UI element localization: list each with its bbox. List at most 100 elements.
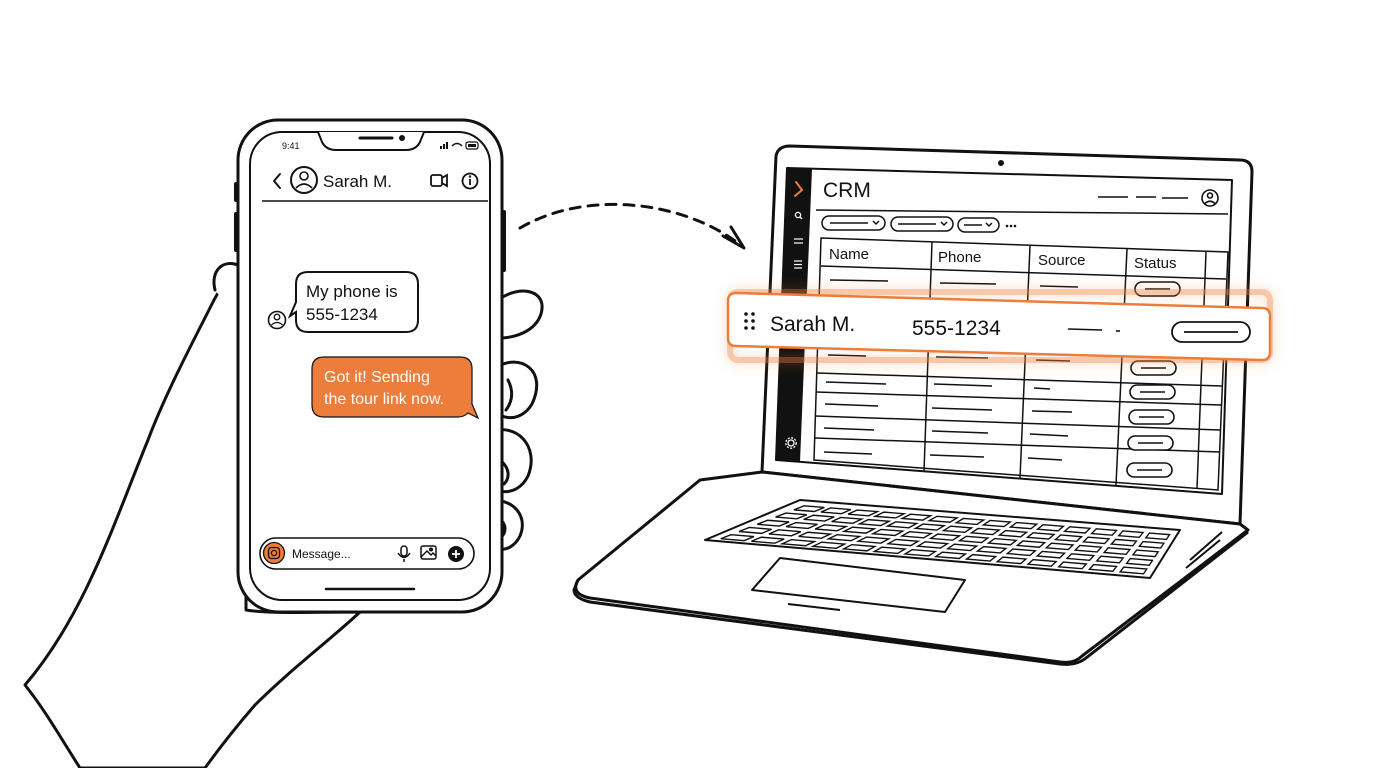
keyboard-key — [1062, 526, 1092, 534]
crm-logo-icon[interactable] — [794, 181, 804, 197]
keyboard-key — [913, 523, 947, 531]
outgoing-message-line-2: the tour link now. — [324, 391, 444, 408]
keyboard-key — [768, 529, 802, 537]
keyboard-key — [810, 541, 848, 550]
keyboard-key — [926, 515, 960, 523]
instagram-icon[interactable] — [262, 541, 286, 565]
keyboard-key — [1053, 534, 1084, 543]
back-button[interactable] — [273, 173, 281, 189]
status-icons — [440, 141, 479, 150]
keyboard-key — [1088, 563, 1118, 572]
account-avatar-icon[interactable] — [1201, 189, 1219, 207]
message-input-placeholder[interactable]: Message... — [292, 547, 351, 561]
keyboard-key — [785, 521, 818, 530]
keyboard-key — [803, 514, 835, 522]
keyboard-key — [872, 511, 907, 519]
keyboard-key — [757, 519, 790, 527]
filter-icon[interactable] — [794, 238, 803, 244]
incoming-message-line-2: 555-1234 — [306, 305, 378, 324]
highlighted-crm-row[interactable] — [726, 289, 1273, 363]
contact-avatar-small — [267, 310, 287, 330]
column-header-source[interactable]: Source — [1038, 252, 1086, 269]
keyboard-key — [872, 546, 908, 555]
keyboard-key — [1015, 540, 1047, 548]
more-filters-icon[interactable] — [1005, 224, 1017, 228]
keyboard-key — [1095, 555, 1125, 564]
keyboard-key — [831, 516, 865, 525]
keyboard-key — [1057, 561, 1088, 570]
keyboard-key — [1008, 521, 1039, 530]
keyboard-key — [1144, 532, 1171, 541]
keyboard-key — [1131, 549, 1160, 558]
keyboard-key — [915, 541, 950, 549]
message-composer[interactable] — [259, 537, 475, 570]
highlight-row-source-placeholder — [1067, 328, 1120, 332]
column-header-name[interactable]: Name — [829, 246, 869, 263]
microphone-icon[interactable] — [397, 545, 411, 562]
keyboard-key — [1109, 538, 1138, 547]
column-header-status[interactable]: Status — [1134, 255, 1177, 272]
keyboard-key — [1118, 566, 1148, 575]
keyboard-key — [1125, 557, 1154, 566]
keyboard-key — [841, 543, 878, 552]
keyboard-key — [975, 545, 1008, 554]
keyboard-key — [885, 538, 921, 547]
settings-icon[interactable] — [785, 437, 797, 449]
user-avatar-icon[interactable] — [290, 166, 318, 194]
keyboard-key — [1044, 542, 1075, 551]
keyboard-key — [856, 518, 892, 527]
keyboard-key — [870, 528, 906, 537]
keyboard-key — [981, 519, 1013, 528]
keyboard-key — [969, 527, 1002, 536]
keyboard-key — [855, 536, 892, 544]
keyboard-key — [997, 529, 1029, 538]
keyboard-key — [899, 531, 934, 539]
search-icon[interactable] — [794, 211, 803, 220]
keyboard-key — [841, 526, 877, 534]
contact-name[interactable]: Sarah M. — [323, 172, 392, 191]
keyboard-key — [775, 512, 807, 520]
keyboard-key — [793, 505, 825, 513]
incoming-message-line-1: My phone is — [306, 282, 398, 301]
keyboard-key — [1138, 540, 1166, 549]
keyboard-key — [941, 525, 974, 534]
keyboard-key — [1005, 548, 1037, 557]
filter-dropdown[interactable] — [957, 217, 1000, 233]
keyboard-key — [814, 524, 849, 532]
keyboard-key — [902, 548, 938, 557]
info-icon[interactable] — [461, 172, 479, 190]
keyboard-key — [945, 543, 979, 552]
drag-handle-icon[interactable] — [744, 312, 755, 330]
keyboard-key — [820, 507, 852, 515]
keyboard-key — [885, 521, 919, 529]
status-pills — [1126, 281, 1181, 478]
keyboard-key — [964, 553, 998, 562]
list-icon[interactable] — [794, 260, 802, 269]
outgoing-message-line-1: Got it! Sending — [324, 369, 430, 386]
keyboard-key — [1090, 528, 1118, 536]
keyboard-key — [1117, 530, 1145, 539]
keyboard-key — [798, 531, 833, 539]
keyboard-key — [928, 533, 962, 541]
highlight-row-phone: 555-1234 — [912, 317, 1001, 340]
keyboard-key — [1081, 536, 1111, 545]
filter-dropdown[interactable] — [890, 216, 954, 232]
keyboard-key — [954, 517, 986, 526]
keyboard-key — [825, 533, 862, 542]
video-call-icon[interactable] — [430, 173, 448, 188]
keyboard-key — [957, 535, 990, 544]
keyboard-key — [1102, 547, 1132, 556]
keyboard-key — [995, 556, 1028, 565]
image-icon[interactable] — [420, 545, 437, 560]
transfer-arrow — [518, 202, 746, 250]
plus-icon[interactable] — [448, 546, 464, 562]
keyboard-key — [720, 533, 755, 542]
filter-dropdown[interactable] — [821, 215, 886, 231]
crm-title: CRM — [823, 179, 871, 202]
keyboard-key — [1035, 523, 1066, 532]
highlight-row-status-pill — [1171, 321, 1251, 343]
keyboard-key — [1025, 532, 1056, 540]
column-header-phone[interactable]: Phone — [938, 249, 981, 266]
status-time: 9:41 — [282, 141, 300, 151]
